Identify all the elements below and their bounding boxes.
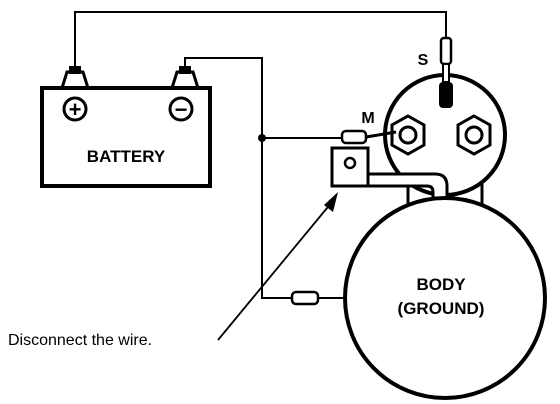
callout-leader-line (217, 201, 333, 341)
m-terminal-label: M (361, 110, 374, 127)
wires (74, 11, 447, 299)
body-label-line1: BODY (416, 275, 466, 294)
wire-junction-dot (258, 134, 266, 142)
callout-arrowhead (324, 192, 338, 212)
m-terminal-nut (390, 114, 426, 156)
battery: + − BATTERY (40, 66, 212, 188)
b-terminal-nut (456, 114, 492, 156)
callout-caption: Disconnect the wire. (8, 332, 152, 349)
battery-negative-sign: − (175, 97, 188, 122)
body-label-line2: (GROUND) (398, 299, 485, 318)
solenoid: S M (340, 36, 507, 208)
callout: Disconnect the wire. (8, 192, 338, 349)
starter-body-circle (343, 196, 547, 400)
s-terminal-label: S (418, 52, 429, 69)
m-terminal-connector (340, 129, 368, 145)
battery-negative-symbol (168, 96, 194, 122)
starter-body: BODY (GROUND) (343, 196, 547, 400)
battery-positive-post (59, 70, 91, 90)
battery-label: BATTERY (87, 147, 166, 166)
body-wire-connector (290, 290, 320, 306)
wire-battery-positive-to-s (74, 11, 447, 68)
field-strap (330, 146, 449, 202)
battery-positive-sign: + (69, 97, 82, 122)
battery-negative-post (169, 70, 201, 90)
battery-positive-symbol (62, 96, 88, 122)
s-terminal-connector (439, 36, 453, 66)
wire-battery-negative-to-body (184, 57, 292, 299)
